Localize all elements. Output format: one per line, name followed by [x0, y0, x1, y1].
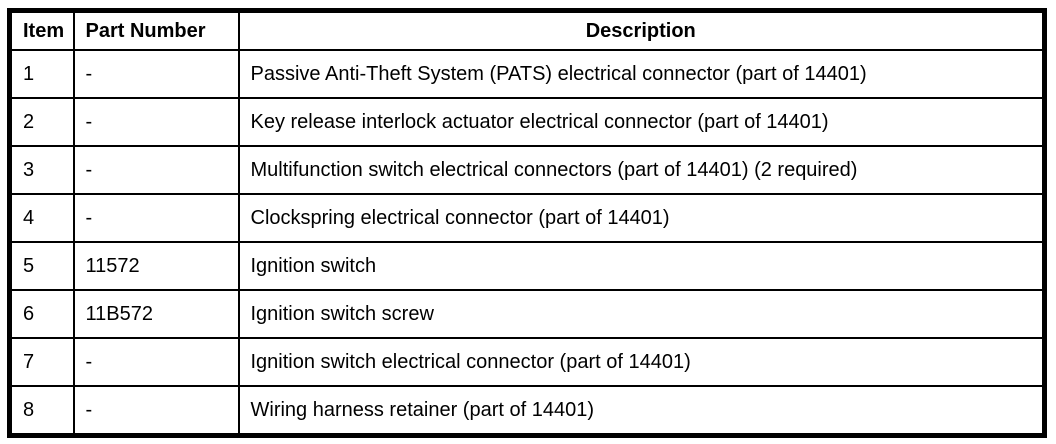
description-cell: Ignition switch screw	[237, 289, 1046, 339]
description-cell: Key release interlock actuator electrica…	[237, 97, 1046, 147]
description-cell: Wiring harness retainer (part of 14401)	[237, 385, 1046, 437]
item-cell: 8	[8, 385, 75, 437]
table-row: 4 - Clockspring electrical connector (pa…	[8, 193, 1046, 243]
table-row: 2 - Key release interlock actuator elect…	[8, 97, 1046, 147]
description-cell: Passive Anti-Theft System (PATS) electri…	[237, 49, 1046, 99]
part-number-cell: 11B572	[72, 289, 240, 339]
table-row: 3 - Multifunction switch electrical conn…	[8, 145, 1046, 195]
table-row: 7 - Ignition switch electrical connector…	[8, 337, 1046, 387]
part-number-cell: 11572	[72, 241, 240, 291]
part-number-cell: -	[72, 385, 240, 437]
item-cell: 2	[8, 97, 75, 147]
table-row: 5 11572 Ignition switch	[8, 241, 1046, 291]
column-header-item: Item	[8, 9, 75, 51]
description-cell: Clockspring electrical connector (part o…	[237, 193, 1046, 243]
table-header-row: Item Part Number Description	[8, 9, 1046, 51]
description-cell: Multifunction switch electrical connecto…	[237, 145, 1046, 195]
parts-table: Item Part Number Description 1 - Passive…	[7, 8, 1047, 438]
item-cell: 3	[8, 145, 75, 195]
part-number-cell: -	[72, 49, 240, 99]
description-cell: Ignition switch electrical connector (pa…	[237, 337, 1046, 387]
item-cell: 5	[8, 241, 75, 291]
description-cell: Ignition switch	[237, 241, 1046, 291]
table-row: 1 - Passive Anti-Theft System (PATS) ele…	[8, 49, 1046, 99]
item-cell: 4	[8, 193, 75, 243]
table-row: 6 11B572 Ignition switch screw	[8, 289, 1046, 339]
part-number-cell: -	[72, 193, 240, 243]
part-number-cell: -	[72, 97, 240, 147]
part-number-cell: -	[72, 145, 240, 195]
item-cell: 7	[8, 337, 75, 387]
item-cell: 1	[8, 49, 75, 99]
table-row: 8 - Wiring harness retainer (part of 144…	[8, 385, 1046, 437]
column-header-part-number: Part Number	[72, 9, 240, 51]
part-number-cell: -	[72, 337, 240, 387]
column-header-description: Description	[237, 9, 1046, 51]
item-cell: 6	[8, 289, 75, 339]
